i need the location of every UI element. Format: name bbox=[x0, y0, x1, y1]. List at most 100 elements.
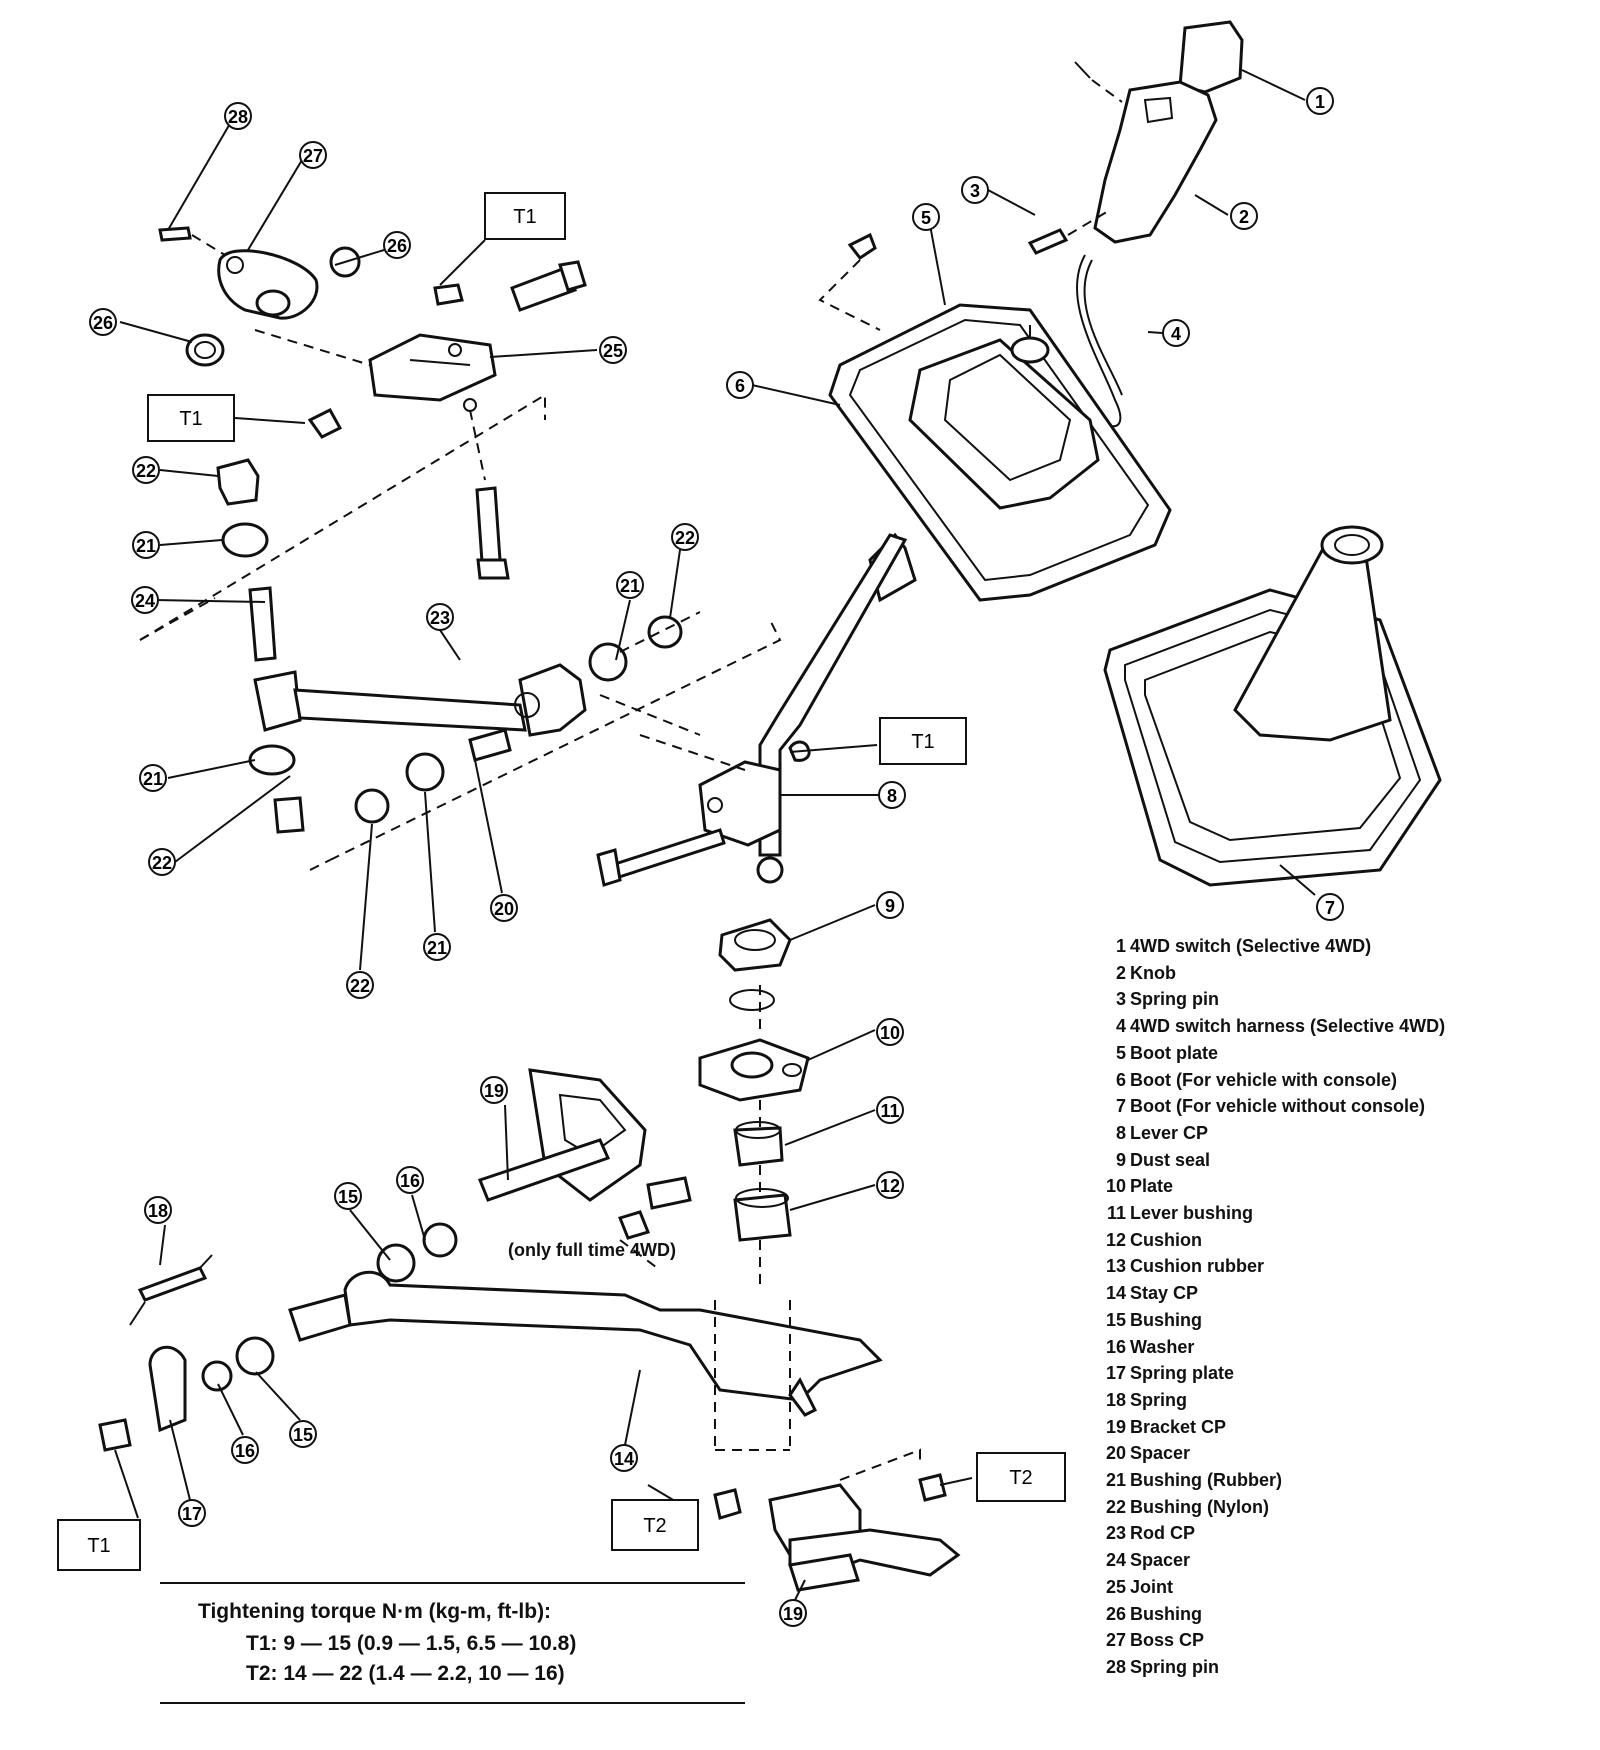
svg-text:11: 11 bbox=[880, 1101, 899, 1121]
legend-item-label: Lever bushing bbox=[1130, 1203, 1254, 1223]
callout: 5 bbox=[912, 203, 940, 231]
callout: 27 bbox=[299, 141, 327, 169]
svg-text:25: 25 bbox=[603, 341, 623, 361]
legend-item-label: Spacer bbox=[1130, 1550, 1191, 1571]
callout: 22 bbox=[148, 848, 176, 876]
legend-item-number: 19 bbox=[1105, 1416, 1126, 1437]
callout: 26 bbox=[89, 308, 117, 336]
svg-text:T1: T1 bbox=[87, 1535, 110, 1557]
legend-item-label: Boss CP bbox=[1130, 1630, 1205, 1651]
legend-item-number: 26 bbox=[1105, 1603, 1126, 1624]
callout: 21 bbox=[423, 933, 451, 961]
svg-text:T2: T2 bbox=[643, 1515, 666, 1537]
svg-text:24: 24 bbox=[135, 591, 155, 611]
legend-item-number: 5 bbox=[1115, 1042, 1126, 1063]
callout: 21 bbox=[132, 531, 160, 559]
svg-text:T1: T1 bbox=[179, 408, 202, 430]
legend-item-label: Bushing (Nylon) bbox=[1130, 1496, 1269, 1517]
legend-item-label: Rod CP bbox=[1130, 1523, 1195, 1544]
callout: 18 bbox=[144, 1196, 172, 1224]
svg-text:26: 26 bbox=[93, 313, 113, 333]
legend-item-number: 13 bbox=[1105, 1256, 1126, 1277]
shift-lever bbox=[596, 533, 908, 887]
svg-text:1: 1 bbox=[1315, 92, 1325, 112]
callout: 15 bbox=[334, 1182, 362, 1210]
callout: 22 bbox=[671, 523, 699, 551]
svg-text:22: 22 bbox=[675, 528, 695, 548]
svg-text:21: 21 bbox=[427, 938, 447, 958]
callout: 22 bbox=[132, 456, 160, 484]
svg-text:17: 17 bbox=[182, 1504, 202, 1524]
svg-text:4: 4 bbox=[1171, 324, 1181, 344]
legend-item-number: 7 bbox=[1115, 1096, 1126, 1117]
callout: 15 bbox=[289, 1420, 317, 1448]
legend-item-label: Spacer bbox=[1130, 1443, 1191, 1464]
legend-item-number: 3 bbox=[1115, 989, 1126, 1010]
stay-bracket-assembly bbox=[98, 1068, 961, 1592]
legend-item-label: Bushing (Rubber) bbox=[1130, 1470, 1282, 1490]
legend-item-label: Cushion bbox=[1130, 1229, 1202, 1250]
legend-item-number: 24 bbox=[1105, 1550, 1126, 1571]
legend-item-number: 16 bbox=[1105, 1336, 1126, 1357]
svg-text:7: 7 bbox=[1325, 898, 1335, 918]
legend-item-number: 15 bbox=[1105, 1309, 1126, 1330]
svg-text:21: 21 bbox=[620, 576, 640, 596]
callout: 9 bbox=[876, 891, 904, 919]
legend-item-number: 1 bbox=[1115, 936, 1126, 956]
svg-text:22: 22 bbox=[136, 461, 156, 481]
svg-text:T2: T2 bbox=[1009, 1467, 1032, 1489]
svg-text:27: 27 bbox=[303, 146, 323, 166]
legend-item-label: 4WD switch (Selective 4WD) bbox=[1130, 936, 1372, 956]
legend-item-number: 6 bbox=[1115, 1069, 1126, 1090]
svg-text:T1: T1 bbox=[911, 731, 934, 753]
svg-text:9: 9 bbox=[885, 896, 895, 916]
torque-t2: T2: 14 — 22 (1.4 — 2.2, 10 — 16) bbox=[246, 1662, 565, 1685]
legend-item-number: 2 bbox=[1115, 962, 1126, 983]
callout: 22 bbox=[346, 971, 374, 999]
svg-text:10: 10 bbox=[880, 1023, 900, 1043]
torque-title: Tightening torque N·m (kg-m, ft-lb): bbox=[198, 1600, 552, 1623]
legend-item-label: Boot plate bbox=[1130, 1042, 1218, 1063]
switch-knob-assembly bbox=[1027, 20, 1244, 428]
svg-text:2: 2 bbox=[1239, 207, 1249, 227]
svg-text:15: 15 bbox=[293, 1425, 313, 1445]
torque-box: T2 bbox=[976, 1452, 1066, 1502]
callout: 4 bbox=[1162, 319, 1190, 347]
torque-rule-bottom bbox=[160, 1702, 745, 1704]
svg-text:22: 22 bbox=[152, 853, 172, 873]
torque-rule-top bbox=[160, 1582, 745, 1584]
callout: 8 bbox=[878, 781, 906, 809]
svg-text:28: 28 bbox=[228, 107, 248, 127]
legend-item-label: Dust seal bbox=[1130, 1149, 1211, 1170]
callout: 11 bbox=[876, 1096, 904, 1124]
legend-item-number: 20 bbox=[1105, 1443, 1126, 1464]
boot-plate-assembly bbox=[818, 232, 1172, 603]
callout: 7 bbox=[1316, 893, 1344, 921]
svg-text:26: 26 bbox=[387, 236, 407, 256]
legend-item-label: Bushing bbox=[1130, 1309, 1202, 1330]
legend-item-number: 11 bbox=[1106, 1203, 1126, 1223]
torque-box: T1 bbox=[57, 1519, 141, 1571]
callout: 2 bbox=[1230, 202, 1258, 230]
legend-item-label: Knob bbox=[1130, 962, 1176, 983]
svg-text:21: 21 bbox=[143, 769, 163, 789]
torque-box: T2 bbox=[611, 1499, 699, 1551]
callout: 3 bbox=[961, 176, 989, 204]
legend-item-label: Boot (For vehicle with console) bbox=[1130, 1069, 1398, 1090]
legend-item-label: Washer bbox=[1130, 1336, 1195, 1357]
svg-text:19: 19 bbox=[484, 1081, 504, 1101]
legend-item-number: 14 bbox=[1105, 1283, 1126, 1304]
callout: 1 bbox=[1306, 87, 1334, 115]
svg-text:22: 22 bbox=[350, 976, 370, 996]
callout: 26 bbox=[383, 231, 411, 259]
legend-item-number: 28 bbox=[1105, 1656, 1126, 1677]
svg-text:15: 15 bbox=[338, 1187, 358, 1207]
svg-text:5: 5 bbox=[921, 208, 931, 228]
legend-item-label: Spring bbox=[1130, 1389, 1187, 1410]
legend-item-label: Joint bbox=[1130, 1576, 1173, 1597]
callout: 10 bbox=[876, 1018, 904, 1046]
callout: 19 bbox=[779, 1599, 807, 1627]
callout: 20 bbox=[490, 894, 518, 922]
callout: 24 bbox=[131, 586, 159, 614]
